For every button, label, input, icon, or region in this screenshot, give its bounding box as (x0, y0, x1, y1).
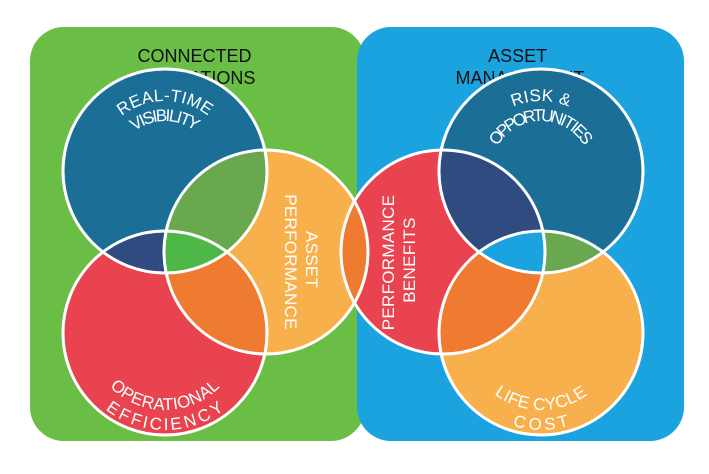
label-performance-benefits: PERFORMANCE BENEFITS (379, 190, 419, 331)
label-asset-performance: ASSET PERFORMANCE (281, 194, 321, 330)
circle-outlines (61, 67, 645, 437)
